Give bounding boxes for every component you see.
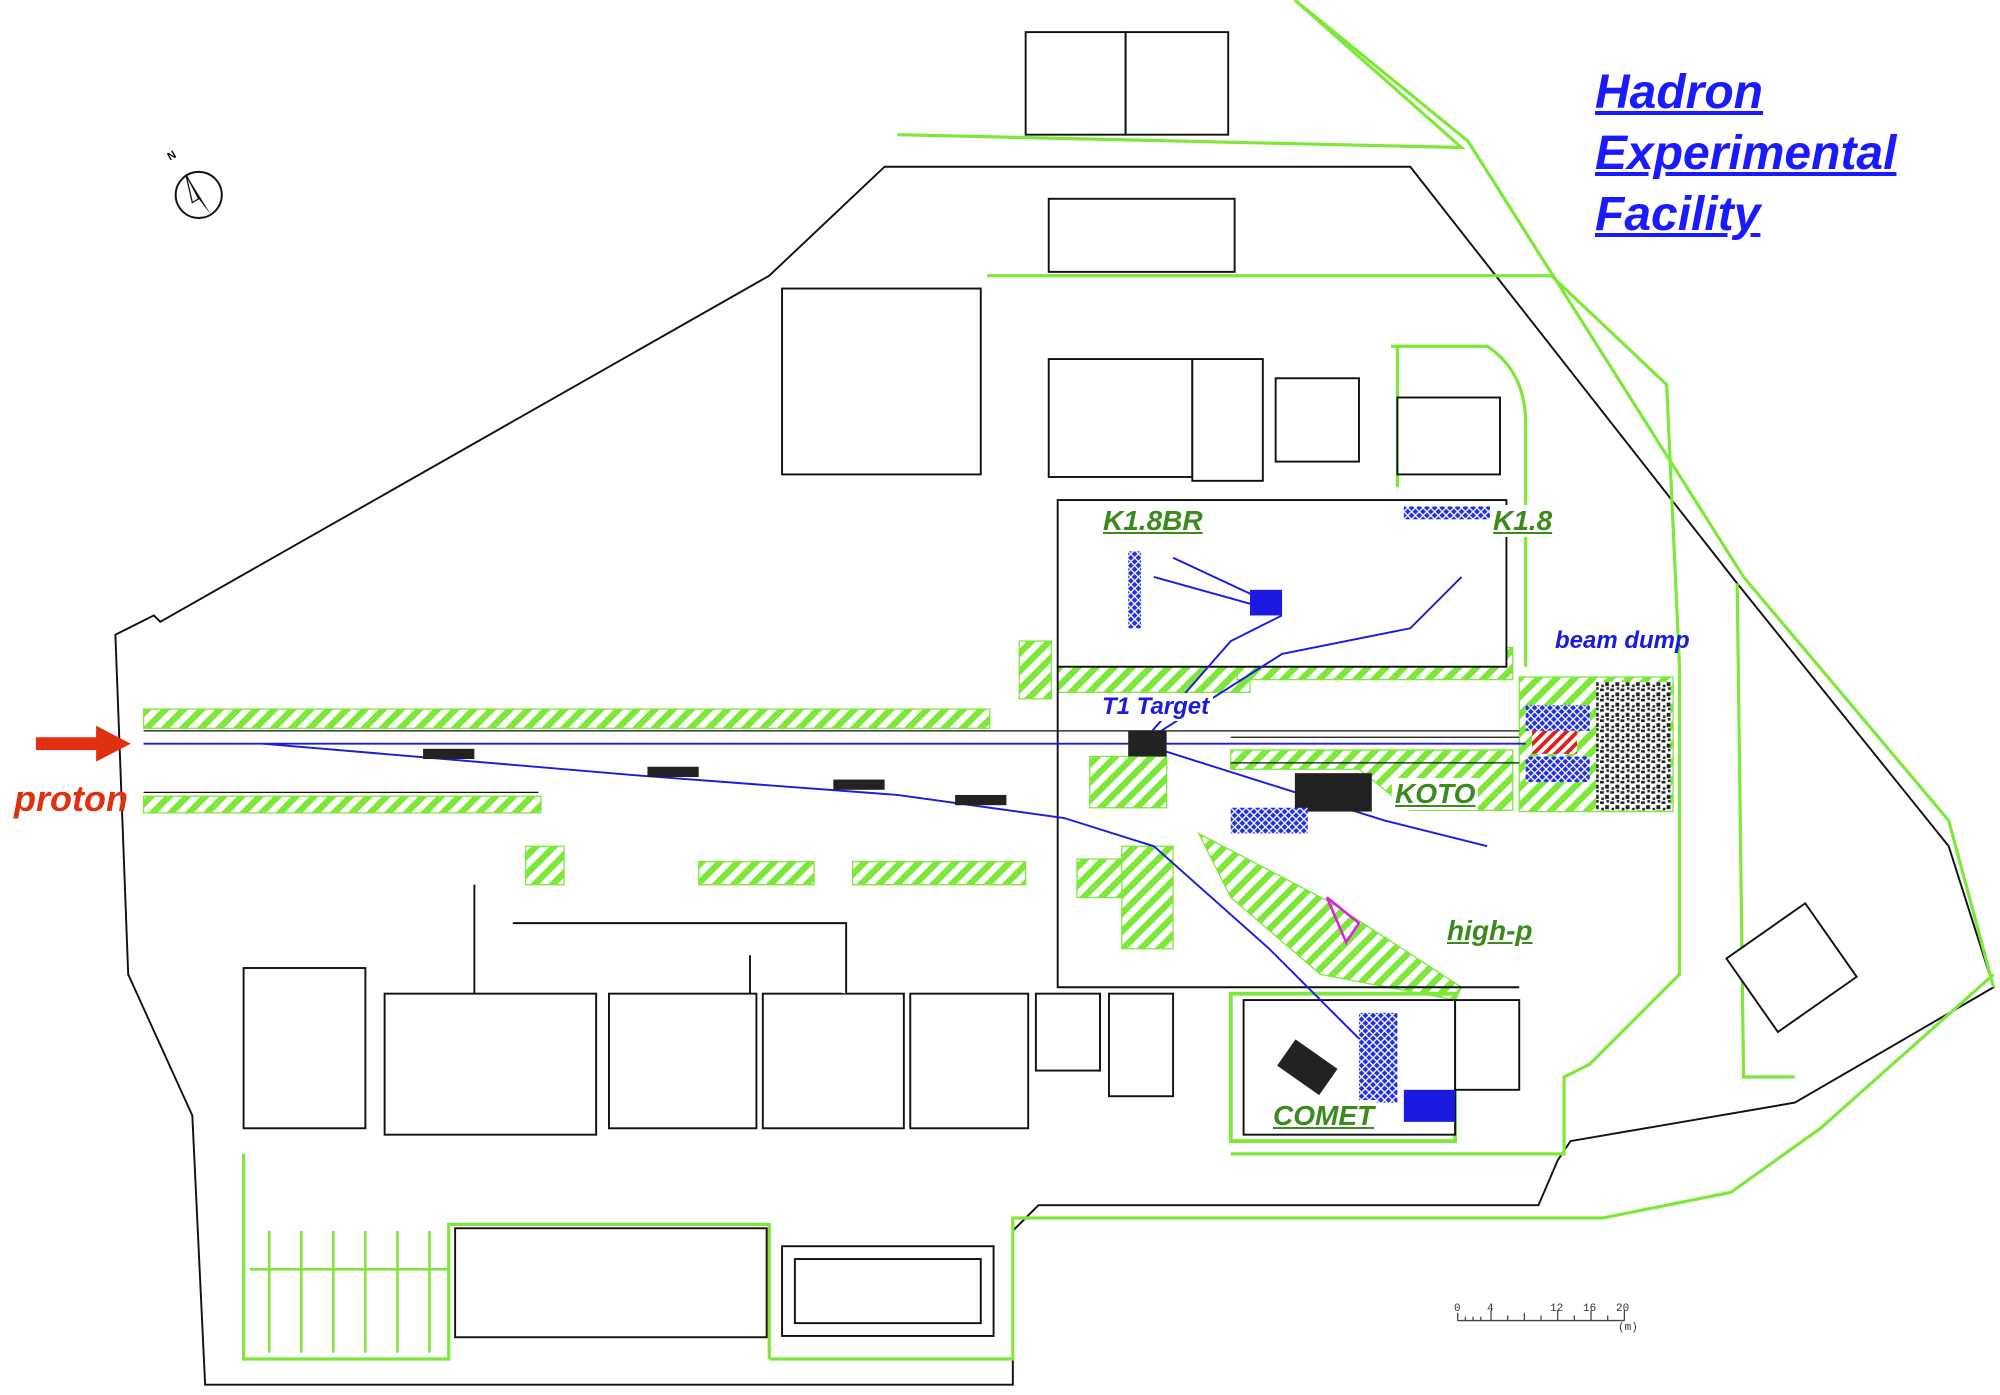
north-arrow-icon — [174, 170, 223, 219]
dump-shield — [1525, 705, 1590, 731]
tunnel-walls — [143, 730, 1520, 794]
comet-detector — [1403, 1089, 1456, 1122]
parking — [250, 1230, 449, 1353]
roads — [241, 0, 1996, 1361]
title-line-1: Hadron — [1595, 66, 1763, 119]
k18br-label: K1.8BR — [1100, 505, 1206, 537]
site-boundary — [114, 165, 1995, 1386]
title-line-3: Facility — [1595, 188, 1761, 241]
k18-label: K1.8 — [1490, 505, 1556, 537]
scale-tick-label: 0 — [1454, 1303, 1461, 1315]
koto-line — [1140, 742, 1488, 848]
koto-label: KOTO — [1392, 778, 1479, 810]
proton-arrow-icon — [35, 725, 131, 762]
scale-unit: (m) — [1618, 1322, 1638, 1334]
title-line-2: Experimental — [1595, 127, 1897, 180]
switching-beamline — [262, 742, 1360, 1040]
beam-dump-core — [1532, 730, 1577, 754]
proton-label: proton — [14, 778, 128, 819]
scale-tick-label: 16 — [1583, 1303, 1597, 1315]
high-p-label: high-p — [1444, 915, 1536, 947]
shield-block — [1230, 807, 1308, 834]
dump-shield — [1525, 756, 1590, 783]
magnets — [423, 730, 1372, 1096]
shield-block — [1128, 551, 1142, 629]
scale-tick-label: 20 — [1616, 1303, 1630, 1315]
dump-concrete — [1596, 682, 1671, 811]
scale-tick-label: 12 — [1550, 1303, 1564, 1315]
k18br-spectrometer — [1250, 589, 1283, 616]
high-p-magnet — [1325, 896, 1361, 946]
shield-block — [1403, 506, 1494, 520]
scale-tick-label: 4 — [1487, 1303, 1494, 1315]
t1-target-label: T1 Target — [1098, 693, 1214, 721]
buildings — [242, 31, 1859, 1339]
map-title: Hadron Experimental Facility — [1595, 62, 1896, 245]
scale-bar — [1457, 1310, 1626, 1322]
beam-dump-label: beam dump — [1555, 627, 1690, 654]
shield-block — [1358, 1012, 1398, 1103]
comet-label: COMET — [1270, 1100, 1378, 1132]
